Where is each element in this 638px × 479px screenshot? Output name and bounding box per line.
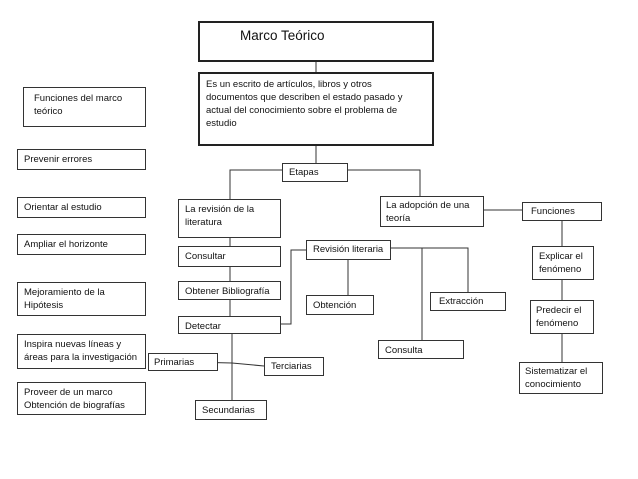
line-sources-terciarias	[231, 362, 265, 367]
adopcion-teoria-box: La adopción de una teoría	[380, 196, 484, 227]
funcion-sistematizar: Sistematizar el conocimiento	[519, 362, 603, 394]
source-primarias: Primarias	[148, 353, 218, 371]
line-etapas-branches	[229, 169, 282, 199]
item-ampliar-horizonte: Ampliar el horizonte	[17, 234, 146, 255]
item-orientar-estudio: Orientar al estudio	[17, 197, 146, 218]
source-terciarias: Terciarias	[264, 357, 324, 376]
revision-literatura-box: La revisión de la literatura	[178, 199, 281, 238]
definition-box: Es un escrito de artículos, libros y otr…	[198, 72, 434, 146]
revision-literaria-box: Revisión literaria	[306, 240, 391, 260]
etapas-box: Etapas	[282, 163, 348, 182]
child-extraccion: Extracción	[430, 292, 506, 311]
item-mejoramiento-hipotesis: Mejoramiento de la Hipótesis	[17, 282, 146, 316]
funciones-marco-heading: Funciones del marco teórico	[23, 87, 146, 127]
line-revlit-extraccion	[391, 247, 469, 292]
funcion-explicar: Explicar el fenómeno	[532, 246, 594, 280]
source-secundarias: Secundarias	[195, 400, 267, 420]
child-consulta: Consulta	[378, 340, 464, 359]
title-box: Marco Teórico	[198, 21, 434, 62]
step-detectar: Detectar	[178, 316, 281, 334]
child-obtencion: Obtención	[306, 295, 374, 315]
funciones-box: Funciones	[522, 202, 602, 221]
funcion-predecir: Predecir el fenómeno	[530, 300, 594, 334]
item-inspira-nuevas-lineas: Inspira nuevas líneas y áreas para la in…	[17, 334, 146, 369]
step-obtener-bibliografia: Obtener Bibliografía	[178, 281, 281, 300]
line-etapas-adopcion	[348, 169, 421, 196]
item-proveer-marco: Proveer de un marco Obtención de biograf…	[17, 382, 146, 415]
item-prevenir-errores: Prevenir errores	[17, 149, 146, 170]
line-detectar-revlit	[281, 249, 306, 325]
step-consultar: Consultar	[178, 246, 281, 267]
